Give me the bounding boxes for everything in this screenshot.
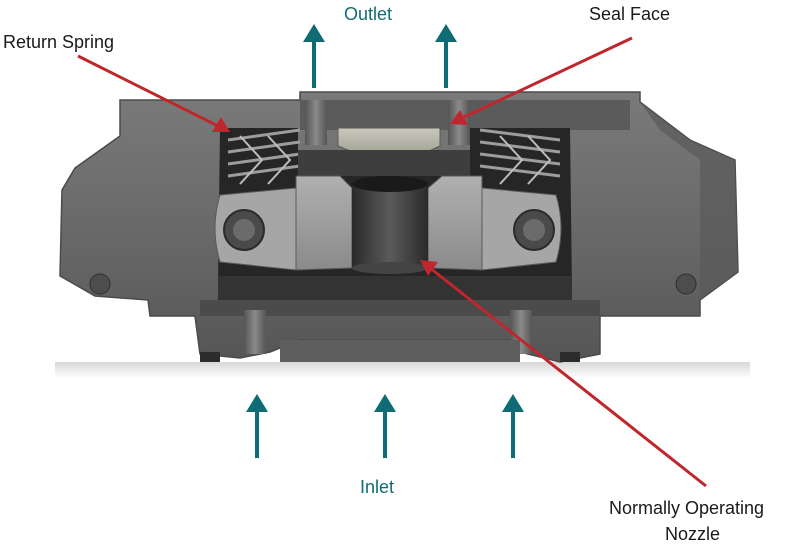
nozzle-label-line2: Nozzle — [665, 524, 721, 544]
nozzle-label-line1: Normally Operating — [609, 498, 765, 518]
foot-right — [560, 352, 580, 362]
inlet-flow-arrow-right — [502, 394, 524, 458]
inlet-label: Inlet — [360, 477, 395, 497]
guide-block-left — [295, 175, 353, 271]
disc-holder — [298, 150, 470, 176]
return-spring-left — [227, 128, 301, 185]
inlet-base — [280, 340, 520, 362]
nozzle-bottom — [352, 262, 428, 274]
nozzle-top — [352, 176, 428, 192]
nozzle — [352, 182, 428, 270]
floor-shadow — [55, 362, 750, 378]
outlet-label: Outlet — [344, 4, 393, 24]
base-plate — [218, 276, 572, 302]
outlet-post-left — [305, 100, 327, 145]
nozzle-callout-arrow — [420, 260, 707, 488]
seal-face-label: Seal Face — [589, 4, 671, 24]
base-rail — [200, 300, 600, 316]
inlet-post-left — [244, 310, 266, 354]
return-spring-right — [479, 128, 561, 185]
foot-left — [200, 352, 220, 362]
o-ring-left-core — [233, 219, 255, 241]
housing-side-face — [640, 102, 738, 300]
guide-block-right — [427, 175, 483, 271]
bolt-left — [89, 273, 111, 295]
o-ring-right-core — [523, 219, 545, 241]
outlet-flow-arrow-left — [303, 24, 325, 88]
inlet-flow-arrow-center — [374, 394, 396, 458]
return-spring-label: Return Spring — [3, 32, 115, 52]
seal-face-callout-arrow — [450, 36, 633, 125]
bolt-right — [675, 273, 697, 295]
return-spring-callout-arrow — [77, 54, 230, 132]
outlet-flow-arrow-right — [435, 24, 457, 88]
inlet-flow-arrow-left — [246, 394, 268, 458]
